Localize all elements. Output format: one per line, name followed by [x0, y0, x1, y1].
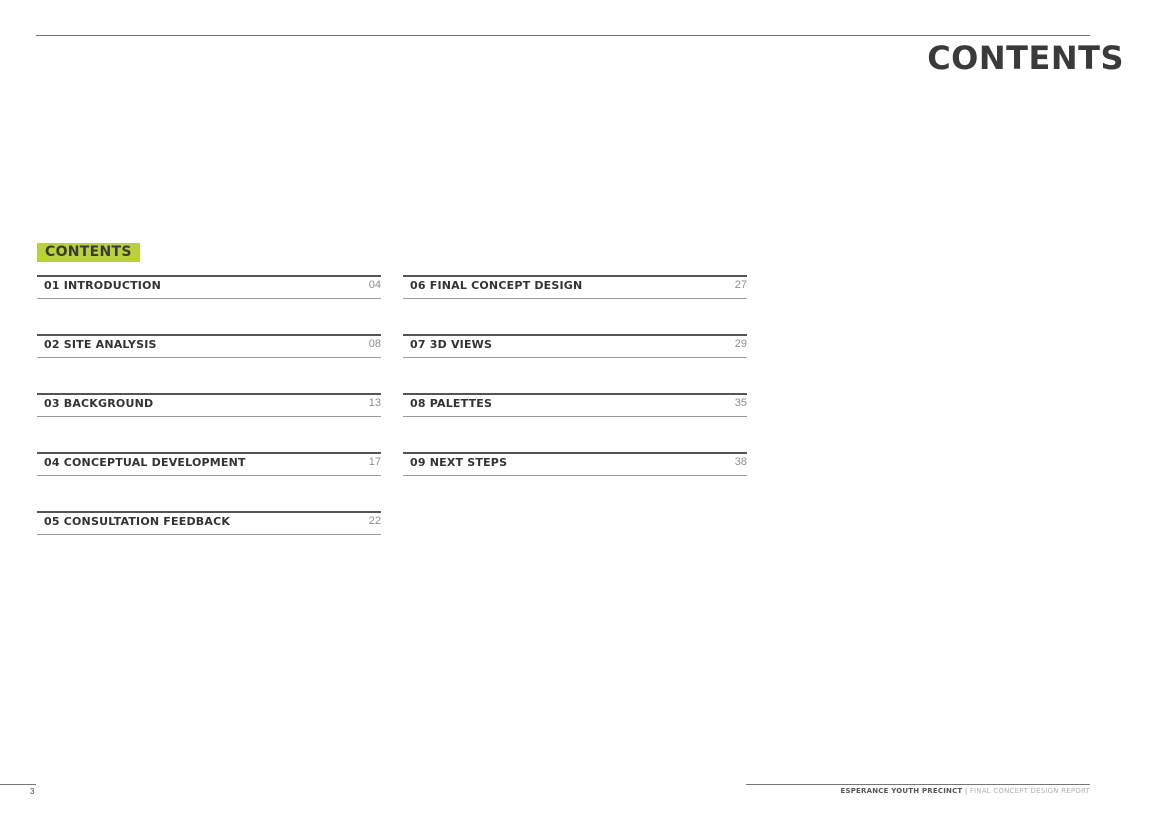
toc-item-page: 22	[368, 515, 381, 527]
toc-item-label: 01 INTRODUCTION	[44, 279, 162, 292]
page-number: 3	[30, 787, 35, 796]
footer-rule-right	[746, 784, 1090, 785]
toc-item-site-analysis[interactable]: 02 SITE ANALYSIS 08	[37, 334, 381, 358]
toc-column-right: 06 FINAL CONCEPT DESIGN 27 07 3D VIEWS 2…	[403, 275, 747, 511]
toc-item-final-concept-design[interactable]: 06 FINAL CONCEPT DESIGN 27	[403, 275, 747, 299]
toc-item-label: 07 3D VIEWS	[410, 338, 493, 351]
toc-item-label: 04 CONCEPTUAL DEVELOPMENT	[44, 456, 246, 469]
toc-item-label: 06 FINAL CONCEPT DESIGN	[410, 279, 583, 292]
toc-item-introduction[interactable]: 01 INTRODUCTION 04	[37, 275, 381, 299]
toc-item-page: 13	[368, 397, 381, 409]
toc-item-palettes[interactable]: 08 PALETTES 35	[403, 393, 747, 417]
toc-column-left: 01 INTRODUCTION 04 02 SITE ANALYSIS 08 0…	[37, 275, 381, 570]
toc-item-label: 08 PALETTES	[410, 397, 493, 410]
page-title: CONTENTS	[927, 39, 1124, 77]
toc-item-label: 02 SITE ANALYSIS	[44, 338, 157, 351]
toc-item-3d-views[interactable]: 07 3D VIEWS 29	[403, 334, 747, 358]
footer-rule-left	[0, 784, 36, 785]
toc-item-label: 03 BACKGROUND	[44, 397, 154, 410]
toc-item-conceptual-development[interactable]: 04 CONCEPTUAL DEVELOPMENT 17	[37, 452, 381, 476]
section-tag: CONTENTS	[37, 243, 140, 262]
toc-item-page: 27	[734, 279, 747, 291]
toc-item-background[interactable]: 03 BACKGROUND 13	[37, 393, 381, 417]
toc-item-consultation-feedback[interactable]: 05 CONSULTATION FEEDBACK 22	[37, 511, 381, 535]
toc-item-page: 04	[368, 279, 381, 291]
toc-item-page: 38	[734, 456, 747, 468]
toc-item-page: 35	[734, 397, 747, 409]
toc-item-next-steps[interactable]: 09 NEXT STEPS 38	[403, 452, 747, 476]
toc-item-label: 05 CONSULTATION FEEDBACK	[44, 515, 231, 528]
footer-project-name: ESPERANCE YOUTH PRECINCT	[840, 787, 963, 795]
toc-item-label: 09 NEXT STEPS	[410, 456, 508, 469]
toc-item-page: 17	[368, 456, 381, 468]
footer-report-title: ESPERANCE YOUTH PRECINCT | FINAL CONCEPT…	[840, 786, 1090, 796]
toc-item-page: 29	[734, 338, 747, 350]
header-rule	[36, 35, 1090, 36]
footer-report-name: FINAL CONCEPT DESIGN REPORT	[969, 787, 1090, 795]
toc-item-page: 08	[368, 338, 381, 350]
footer-separator: |	[964, 787, 968, 795]
